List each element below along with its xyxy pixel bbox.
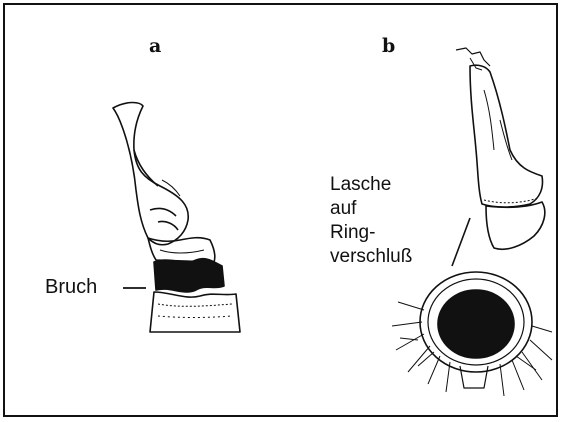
lasche-line-3: Ring- <box>330 221 412 245</box>
specimen-a <box>113 103 240 333</box>
bruch-label: Bruch <box>45 277 97 297</box>
specimen-b <box>392 48 552 396</box>
lasche-leader <box>452 218 470 266</box>
lasche-line-4: verschluß <box>330 245 412 269</box>
panel-label-a: a <box>149 37 161 56</box>
lasche-label: Lasche auf Ring- verschluß <box>330 173 412 269</box>
lasche-line-1: Lasche <box>330 173 412 197</box>
panel-label-b: b <box>382 37 395 56</box>
lasche-line-2: auf <box>330 197 412 221</box>
